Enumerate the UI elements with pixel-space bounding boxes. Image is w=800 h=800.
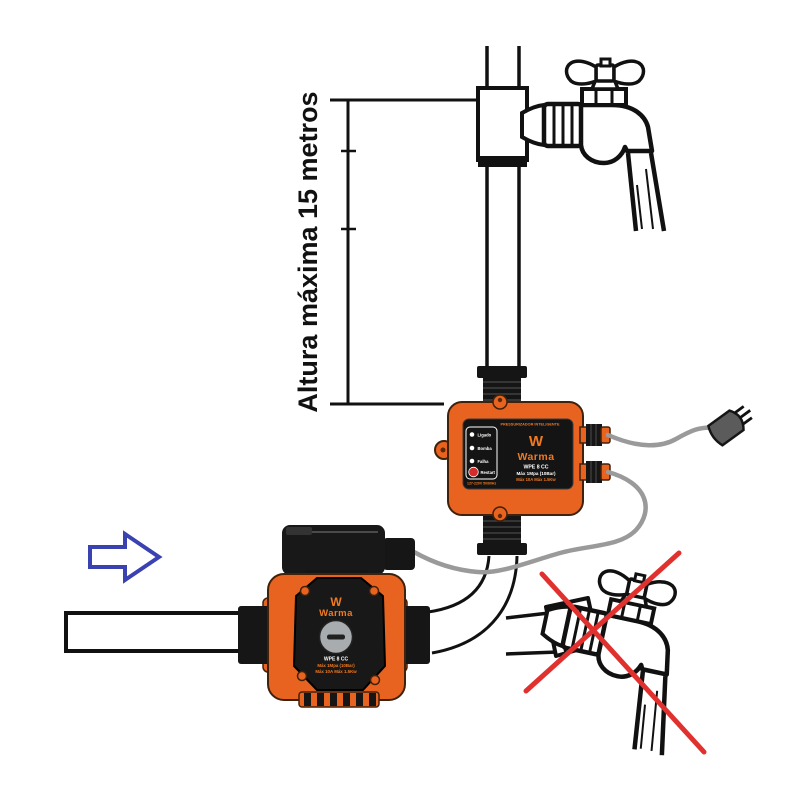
pump-brand-text: Warma [319,608,353,619]
pump-screw [369,674,381,686]
dimension-bracket: Altura máxima 15 metros [293,91,484,413]
pump-fins [298,691,380,708]
led-bomba [469,445,475,451]
controller-voltage-text: 127-220V 50/60Hz [467,482,496,486]
faucet-prohibited-icon [523,557,698,755]
led-label-falha: Falha [478,459,490,464]
faucet-allowed-icon [522,59,664,231]
pump-left-port [238,606,270,664]
pipe-coupler [476,86,529,162]
warma-logo-icon: W [529,433,544,450]
pump-junction-box [282,525,385,575]
circulation-pump: W Warma WPE 8 CC Máx 1Mpa (10Bar) Máx 10… [64,525,430,708]
pump-model-text: WPE 8 CC [324,657,349,663]
led-label-bomba: Bomba [478,446,493,451]
controller-cable-connector-bottom [579,461,611,483]
pump-pressure-spec: Máx 1Mpa (10Bar) [317,663,355,668]
controller-header-text: PRESSURIZADOR INTELIGENTE [500,423,560,427]
controller-panel [462,418,574,490]
pump-right-port [400,606,430,664]
supply-pipe [476,46,529,370]
pipe-coupler-band [478,156,527,167]
led-ligado [469,432,475,437]
controller-bottom-fitting [477,514,527,555]
red-cross-icon [523,550,707,755]
led-falha [469,458,475,464]
restart-label: Restart [481,470,496,475]
pump-cable-gland [383,538,415,570]
controller-brand-text: Warma [517,451,554,463]
pump-inlet-pipe [64,611,244,653]
faucet-prohibited [505,557,698,755]
controller-pressure-spec: Máx 1Mpa (10Bar) [516,471,556,476]
pressure-controller: PRESSURIZADOR INTELIGENTE Ligado Bomba F… [434,366,611,555]
led-group-frame [465,426,498,480]
power-cable [605,425,719,448]
pump-impeller-slot [327,634,345,640]
power-plug-icon [706,405,753,447]
flow-arrow-icon [88,530,163,584]
controller-model-text: WPE 8 CC [523,465,548,471]
connection-hose [427,555,519,655]
pump-screw [368,585,380,597]
pump-screw [299,585,311,597]
pump-power-spec: Máx 10A Máx 1.5Kw [315,669,357,674]
controller-power-spec: Máx 10A Máx 1.5Kw [516,477,556,482]
dimension-label: Altura máxima 15 metros [293,91,323,412]
controller-cable-connector-top [579,424,611,446]
pump-screw [296,670,308,682]
restart-button [468,466,479,478]
pump-signal-cable [411,469,648,575]
led-label-ligado: Ligado [478,432,492,437]
pump-warma-logo-icon: W [330,595,342,609]
